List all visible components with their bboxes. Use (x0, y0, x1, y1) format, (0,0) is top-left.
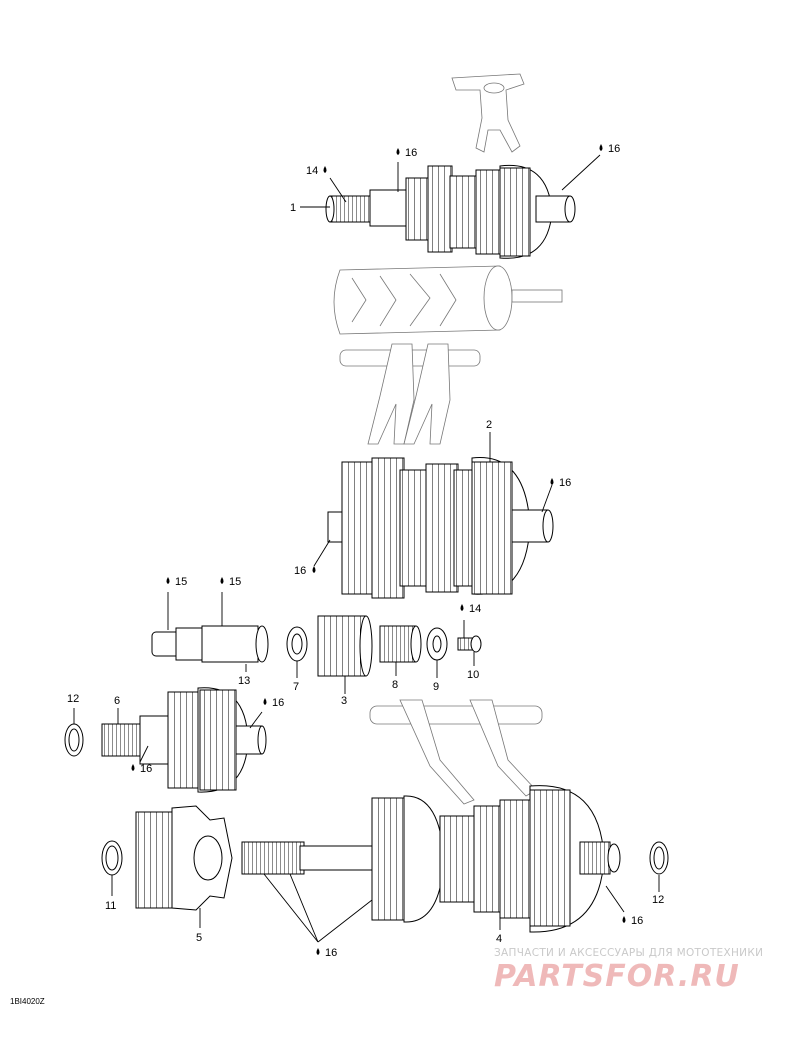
callout-4: 4 (496, 933, 502, 945)
leader-lines (73, 154, 660, 943)
shaft-13 (151, 625, 269, 663)
washer-9 (426, 627, 448, 661)
input-shaft-assembly (325, 164, 576, 259)
callout-15-left: 15 (175, 576, 187, 588)
callout-16-top-left: 16 (405, 147, 417, 159)
oil-drop-icon (323, 166, 327, 173)
callout-15-right: 15 (229, 576, 241, 588)
callout-2: 2 (486, 419, 492, 431)
output-shaft-4-assembly (241, 785, 621, 933)
callout-1: 1 (290, 202, 296, 214)
callout-12-left: 12 (67, 693, 79, 705)
callout-11: 11 (105, 900, 116, 912)
callout-16-shaft6-left: 16 (140, 763, 152, 775)
callout-13: 13 (238, 675, 250, 687)
callout-labels: 1 2 3 4 5 6 7 8 9 10 11 12 12 13 14 14 1… (67, 143, 664, 959)
gear-5 (135, 805, 233, 911)
gear-3 (317, 615, 373, 677)
watermark-brand: PARTSFOR.RU (494, 959, 740, 994)
oil-drop-icon (550, 478, 554, 485)
callout-16-shaft6-right: 16 (272, 697, 284, 709)
callout-7: 7 (293, 681, 299, 693)
callout-16-shaft2-left: 16 (294, 565, 306, 577)
callout-14-middle: 14 (469, 603, 481, 615)
oil-drop-icon (166, 577, 170, 584)
callout-10: 10 (467, 669, 479, 681)
shift-forks-middle (339, 343, 481, 445)
callout-5: 5 (196, 932, 202, 944)
shift-drum (333, 265, 563, 335)
oil-drop-icon (220, 577, 224, 584)
shift-forks-lower (369, 699, 543, 805)
circlip-12-right (649, 841, 669, 875)
oil-drop-icon (599, 144, 603, 151)
oil-drop-icon (622, 916, 626, 923)
callout-16-shaft4-bottom: 16 (325, 947, 337, 959)
watermark: ЗАПЧАСТИ И АКСЕССУАРЫ ДЛЯ МОТОТЕХНИКИ PA… (494, 947, 763, 994)
oil-drop-icon (263, 698, 267, 705)
circlip-12-left (64, 723, 84, 757)
oil-drop-icon (131, 764, 135, 771)
needle-bearing-8 (379, 625, 422, 663)
shift-fork-top (451, 73, 525, 153)
callout-9: 9 (433, 681, 439, 693)
figure-code: 1BI4020Z (10, 997, 45, 1006)
callout-14-top: 14 (306, 165, 318, 177)
callout-3: 3 (341, 695, 347, 707)
shaft-6-assembly (101, 687, 267, 793)
shaft-1-spline (329, 195, 373, 223)
callout-12-right: 12 (652, 894, 664, 906)
callout-16-shaft2-right: 16 (559, 477, 571, 489)
washer-7 (286, 626, 308, 662)
screw-10 (457, 635, 482, 653)
callout-16-shaft4-right: 16 (631, 915, 643, 927)
output-shaft-cluster-2 (327, 457, 554, 599)
oil-drop-icon (460, 604, 464, 611)
shaft-1-gear-b (427, 165, 453, 253)
shaft-1-gear-c (449, 175, 479, 249)
oil-drop-icon (396, 148, 400, 155)
callout-8: 8 (392, 679, 398, 691)
oil-drop-icons (131, 144, 626, 955)
watermark-caption: ЗАПЧАСТИ И АКСЕССУАРЫ ДЛЯ МОТОТЕХНИКИ (494, 947, 763, 959)
shaft-1-gear-e (499, 164, 553, 259)
oil-drop-icon (316, 948, 320, 955)
callout-6: 6 (114, 695, 120, 707)
circlip-11 (101, 840, 123, 876)
oil-drop-icon (312, 566, 316, 573)
callout-16-top-right: 16 (608, 143, 620, 155)
shaft-1-gear-d (475, 169, 503, 255)
